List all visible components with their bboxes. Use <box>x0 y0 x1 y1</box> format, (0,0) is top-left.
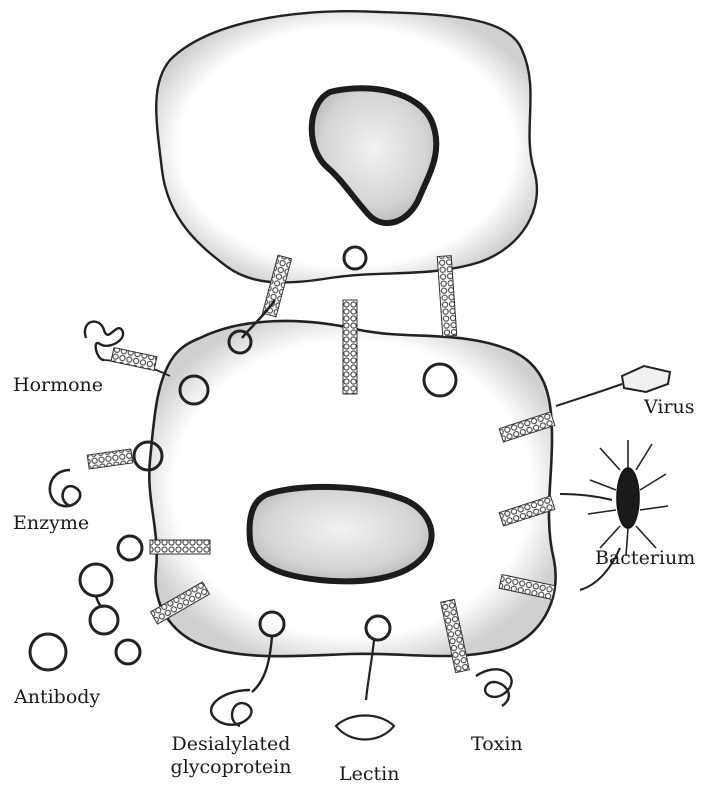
label-lectin: Lectin <box>339 763 399 785</box>
label-enzyme: Enzyme <box>13 512 89 534</box>
label-desialylated-line1: Desialylated <box>167 733 295 755</box>
label-toxin: Toxin <box>471 733 523 755</box>
label-antibody: Antibody <box>14 686 100 708</box>
lower-nucleus <box>250 487 432 581</box>
label-hormone: Hormone <box>13 374 103 396</box>
enzyme-ligand <box>50 442 162 506</box>
label-bacterium: Bacterium <box>595 547 695 569</box>
label-desialylated-line2: glycoprotein <box>162 756 300 778</box>
label-virus: Virus <box>644 396 695 418</box>
upper-cell <box>156 11 537 282</box>
